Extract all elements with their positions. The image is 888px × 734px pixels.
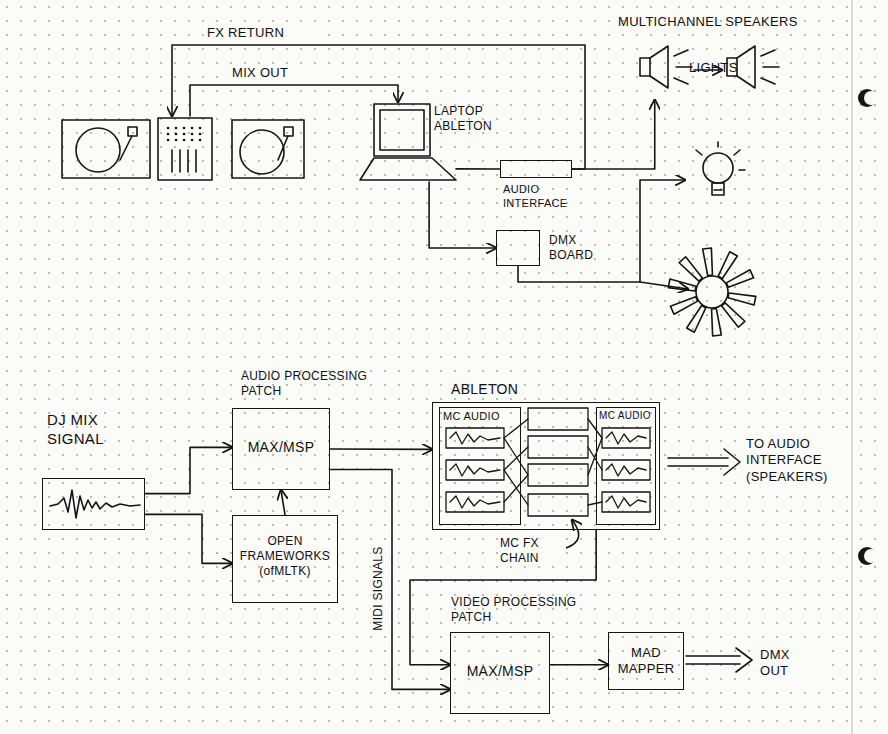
box-label: MC AUDIO — [599, 410, 653, 423]
fx-chain-block — [504, 408, 602, 516]
binder-hole — [858, 89, 878, 565]
box-label: MULTICHANNEL SPEAKERS — [618, 14, 868, 30]
process-box: OPEN FRAMEWORKS (ofMLTK) — [232, 515, 338, 603]
box-label: MAX/MSP — [237, 439, 325, 457]
output-arrow — [668, 449, 740, 475]
annotation-label: TO AUDIO INTERFACE (SPEAKERS) — [744, 436, 848, 485]
light-beam — [728, 293, 756, 305]
fx-return-wire — [172, 45, 585, 169]
mix-out-wire — [190, 85, 398, 116]
waveform — [50, 490, 140, 518]
signal-connector — [145, 447, 232, 493]
box-label: DMX BOARD — [549, 233, 611, 263]
process-box: VIDEO PROCESSING PATCHMAX/MSP — [450, 632, 550, 714]
edge-label: MIDI SIGNALS — [371, 544, 386, 632]
margin-line — [852, 0, 853, 734]
turntable-illustration — [62, 120, 150, 178]
mixer-illustration — [158, 118, 212, 180]
signal-connector — [429, 182, 496, 248]
annotation-label: DMX OUT — [758, 647, 822, 680]
box-label: DJ MIX SIGNAL — [47, 411, 143, 449]
box-label: MAD MAPPER — [613, 645, 679, 678]
light-beam — [712, 308, 722, 336]
signal-connector — [550, 664, 608, 666]
annotation-label: MIX OUT — [230, 65, 334, 81]
process-box: LIGHTS — [685, 60, 755, 210]
signal-connector — [145, 514, 232, 563]
light-beam — [718, 252, 737, 279]
light-beam — [726, 270, 753, 287]
signal-connector — [281, 490, 285, 515]
box-label: ABLETON — [451, 381, 571, 399]
light-beam — [679, 257, 702, 281]
turntable-illustration — [232, 120, 304, 178]
process-box: MC AUDIO — [439, 407, 521, 525]
box-label: MC AUDIO — [443, 410, 517, 424]
signal-connector — [330, 448, 432, 450]
annotation-label: MC FX CHAIN — [498, 536, 566, 566]
light-beam — [668, 279, 696, 291]
box-label: MAX/MSP — [455, 663, 545, 681]
light-beam — [722, 303, 745, 327]
light-beam — [670, 297, 697, 314]
light-fixture-symbol — [668, 248, 756, 336]
light-beam — [703, 248, 713, 276]
process-box: DMX BOARD — [496, 230, 540, 266]
light-bulb-symbol — [696, 142, 745, 195]
process-box: MAD MAPPER — [608, 632, 684, 690]
process-box: LAPTOP ABLETON — [360, 100, 456, 182]
track-clips — [446, 428, 650, 512]
box-heading: VIDEO PROCESSING PATCH — [451, 595, 601, 625]
output-arrow — [686, 648, 752, 672]
process-box: DJ MIX SIGNAL — [42, 478, 145, 530]
box-label: OPEN FRAMEWORKS (ofMLTK) — [237, 534, 333, 579]
process-box: MC AUDIO — [596, 407, 656, 525]
process-box: MULTICHANNEL SPEAKERS — [615, 12, 880, 100]
process-box: AUDIO INTERFACE — [500, 160, 572, 178]
box-label: LAPTOP ABLETON — [434, 104, 500, 134]
process-box: MC AUDIOMC AUDIOABLETON — [432, 402, 660, 530]
signal-connector — [456, 168, 500, 170]
signal-connector — [518, 180, 685, 282]
box-label: AUDIO INTERFACE — [503, 183, 587, 211]
light-beam — [687, 305, 706, 332]
annotation-label: FX RETURN — [205, 25, 319, 41]
signal-connector — [572, 100, 655, 169]
box-heading: AUDIO PROCESSING PATCH — [241, 369, 381, 399]
process-box: AUDIO PROCESSING PATCHMAX/MSP — [232, 408, 330, 490]
box-label: LIGHTS — [689, 60, 753, 76]
callout-arrow — [566, 520, 579, 548]
speaker-symbol — [640, 46, 779, 88]
dmx-branch-wire — [640, 282, 688, 289]
